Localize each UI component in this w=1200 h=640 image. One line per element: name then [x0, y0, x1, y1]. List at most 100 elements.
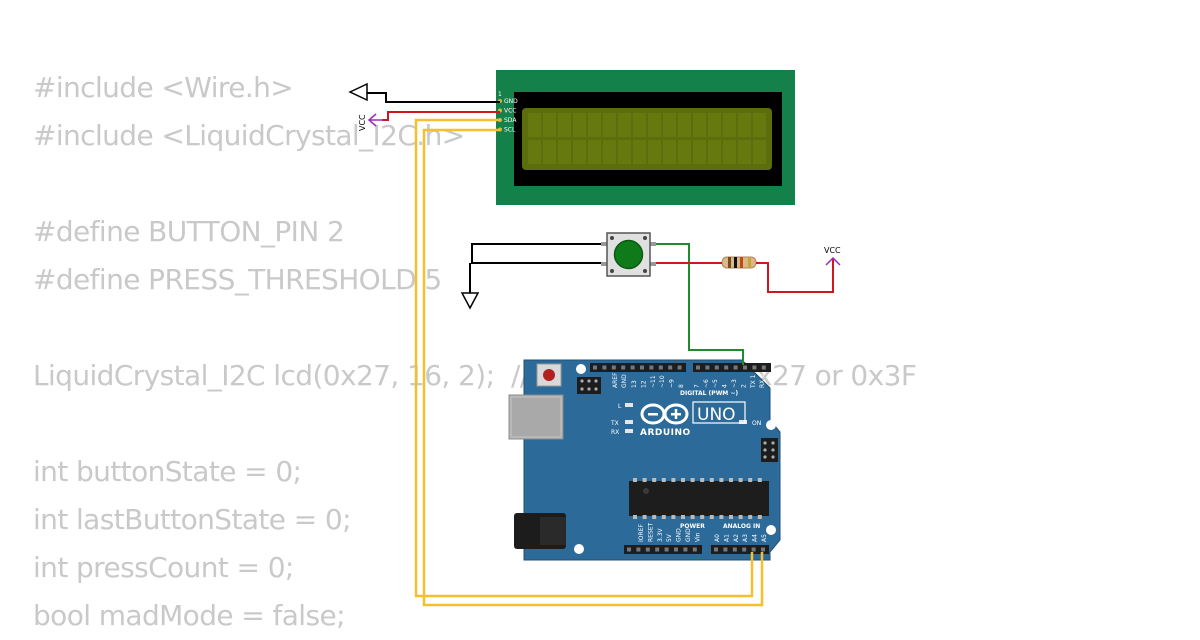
- header-pin[interactable]: [761, 547, 765, 552]
- lcd-char-cell: [678, 140, 691, 164]
- header-pin[interactable]: [696, 365, 700, 370]
- lcd-char-cell: [618, 113, 631, 137]
- lcd-char-cell: [603, 113, 616, 137]
- lcd-pin-label: VCC: [504, 108, 516, 115]
- lcd-char-cell: [708, 140, 721, 164]
- l-led: [625, 403, 633, 407]
- header-pin[interactable]: [752, 365, 757, 370]
- uno-box: [692, 401, 746, 424]
- arduino-brand: ARDUINO: [640, 428, 691, 438]
- pushbutton[interactable]: [601, 232, 656, 277]
- resistor: [721, 256, 757, 269]
- code-line: int pressCount = 0;: [33, 551, 294, 584]
- header-pin[interactable]: [640, 365, 644, 370]
- code-line: bool madMode = false;: [33, 599, 346, 632]
- header-pin[interactable]: [677, 365, 682, 370]
- header-pin[interactable]: [645, 547, 650, 552]
- header-pin[interactable]: [743, 365, 747, 370]
- power-pin-label: 3.3V: [657, 527, 664, 542]
- pushbutton-cap[interactable]: [613, 239, 644, 270]
- lcd-char-cell: [648, 140, 661, 164]
- vcc-label: VCC: [824, 246, 841, 255]
- header-pin[interactable]: [705, 365, 710, 370]
- header-pin[interactable]: [692, 547, 697, 552]
- tx-led: [625, 420, 633, 424]
- lcd-char-cell: [753, 113, 766, 137]
- on-led: [739, 420, 747, 424]
- wire-button-gnd: [471, 243, 601, 264]
- digital-pin-label: 4: [722, 384, 729, 388]
- digital-pin-label: 12: [640, 380, 647, 388]
- header-pin[interactable]: [674, 547, 678, 552]
- header-pin[interactable]: [668, 365, 673, 370]
- lcd-char-cell: [528, 140, 541, 164]
- header-pin[interactable]: [733, 365, 738, 370]
- digital-pin-label: 13: [631, 380, 638, 388]
- header-pin[interactable]: [627, 547, 631, 552]
- lcd-char-cell: [633, 140, 646, 164]
- analog-label: ANALOG IN: [723, 523, 760, 530]
- analog-pin-label: A3: [742, 534, 749, 542]
- gnd-label: GND: [621, 374, 628, 388]
- header-pin[interactable]: [714, 365, 719, 370]
- digital-pin-label: ~6: [703, 379, 710, 388]
- header-pin[interactable]: [630, 365, 635, 370]
- header-pin[interactable]: [723, 547, 728, 552]
- header-pin[interactable]: [742, 547, 747, 552]
- wire-scl-a5: [422, 128, 764, 607]
- uno-label: UNO: [697, 405, 736, 425]
- header-pin[interactable]: [602, 365, 607, 370]
- header-pin[interactable]: [636, 547, 641, 552]
- lcd-char-cell: [648, 113, 661, 137]
- lcd-pin-label: SCL: [504, 127, 516, 134]
- lcd-char-cell: [603, 140, 616, 164]
- tx-led-label: TX: [610, 420, 619, 427]
- lcd-char-cell: [723, 113, 736, 137]
- header-pin[interactable]: [724, 365, 729, 370]
- wire-button-pin2: [656, 243, 744, 365]
- digital-header-low: [693, 363, 771, 372]
- lcd-char-cell: [573, 140, 586, 164]
- header-pin[interactable]: [732, 547, 737, 552]
- lcd-vcc-label: VCC: [358, 114, 367, 131]
- digital-pin-label: ~10: [659, 375, 666, 388]
- wire-sda-a4: [414, 118, 754, 598]
- header-pin[interactable]: [593, 365, 597, 370]
- header-pin[interactable]: [611, 365, 616, 370]
- power-pin-label: IOREF: [638, 524, 645, 542]
- header-pin[interactable]: [664, 547, 669, 552]
- lcd-char-cell: [588, 140, 601, 164]
- header-pin[interactable]: [658, 365, 663, 370]
- lcd-char-cell: [738, 140, 751, 164]
- rx-led: [625, 429, 633, 433]
- header-pin[interactable]: [761, 365, 766, 370]
- lcd-char-cell: [558, 140, 571, 164]
- header-pin[interactable]: [649, 365, 654, 370]
- digital-pin-label: 7: [693, 384, 700, 388]
- header-pin[interactable]: [621, 365, 626, 370]
- on-led-label: ON: [752, 420, 761, 427]
- lcd-char-cell: [558, 113, 571, 137]
- analog-pin-label: A2: [733, 534, 740, 542]
- code-line: int buttonState = 0;: [33, 455, 302, 488]
- lcd-char-cell: [753, 140, 766, 164]
- l-led-label: L: [618, 403, 622, 410]
- lcd-char-cell: [678, 113, 691, 137]
- header-pin[interactable]: [655, 547, 660, 552]
- code-line: #define BUTTON_PIN 2: [33, 215, 345, 248]
- lcd-char-cell: [618, 140, 631, 164]
- header-pin[interactable]: [714, 547, 718, 552]
- code-listing: #include <Wire.h>#include <LiquidCrystal…: [33, 64, 917, 640]
- lcd-char-cell: [663, 140, 676, 164]
- code-line: #define PRESS_THRESHOLD 5: [33, 263, 442, 296]
- power-pin-label: GND: [685, 528, 692, 542]
- header-pin[interactable]: [751, 547, 756, 552]
- power-pin-label: RESET: [647, 522, 654, 542]
- lcd-char-cell: [588, 113, 601, 137]
- rx-led-label: RX: [611, 429, 619, 436]
- lcd-char-cell: [543, 113, 556, 137]
- analog-pin-label: A1: [723, 534, 730, 542]
- header-pin[interactable]: [683, 547, 688, 552]
